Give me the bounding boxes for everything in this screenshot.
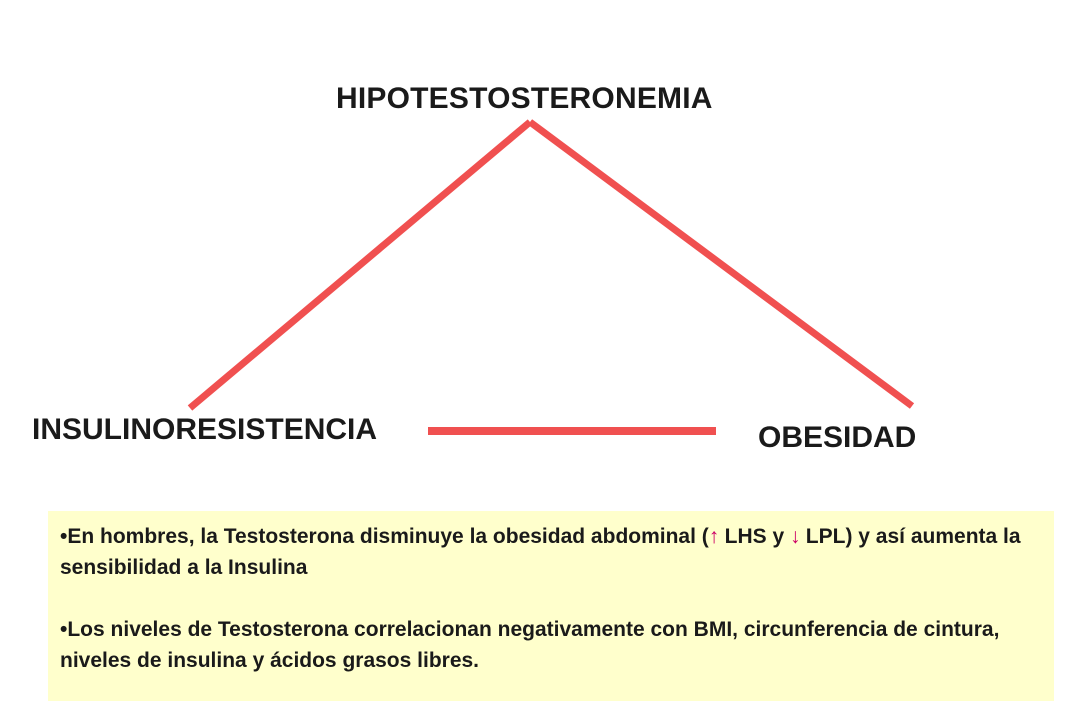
note-1-part-1: En hombres, la Testosterona disminuye la… — [67, 525, 709, 548]
edge-top-to-left — [187, 119, 533, 411]
notes-box: •En hombres, la Testosterona disminuye l… — [48, 511, 1054, 701]
note-2-text: Los niveles de Testosterona correlaciona… — [60, 618, 1000, 672]
note-bullet-2: •Los niveles de Testosterona correlacion… — [60, 614, 1042, 676]
arrow-down-icon: ↓ — [789, 525, 801, 548]
bullet-marker: • — [60, 618, 68, 641]
node-hipotestosteronemia: HIPOTESTOSTERONEMIA — [336, 82, 713, 115]
note-1-part-3: LPL) y así aumenta la sensibilidad a la … — [60, 525, 1021, 579]
node-obesidad: OBESIDAD — [758, 421, 917, 454]
edge-top-to-right — [527, 119, 915, 409]
bullet-marker: • — [60, 525, 68, 548]
node-insulinoresistencia: INSULINORESISTENCIA — [32, 413, 378, 446]
arrow-up-icon: ↑ — [708, 525, 720, 548]
note-bullet-1: •En hombres, la Testosterona disminuye l… — [60, 521, 1042, 583]
note-1-part-2: LHS y — [718, 525, 790, 548]
